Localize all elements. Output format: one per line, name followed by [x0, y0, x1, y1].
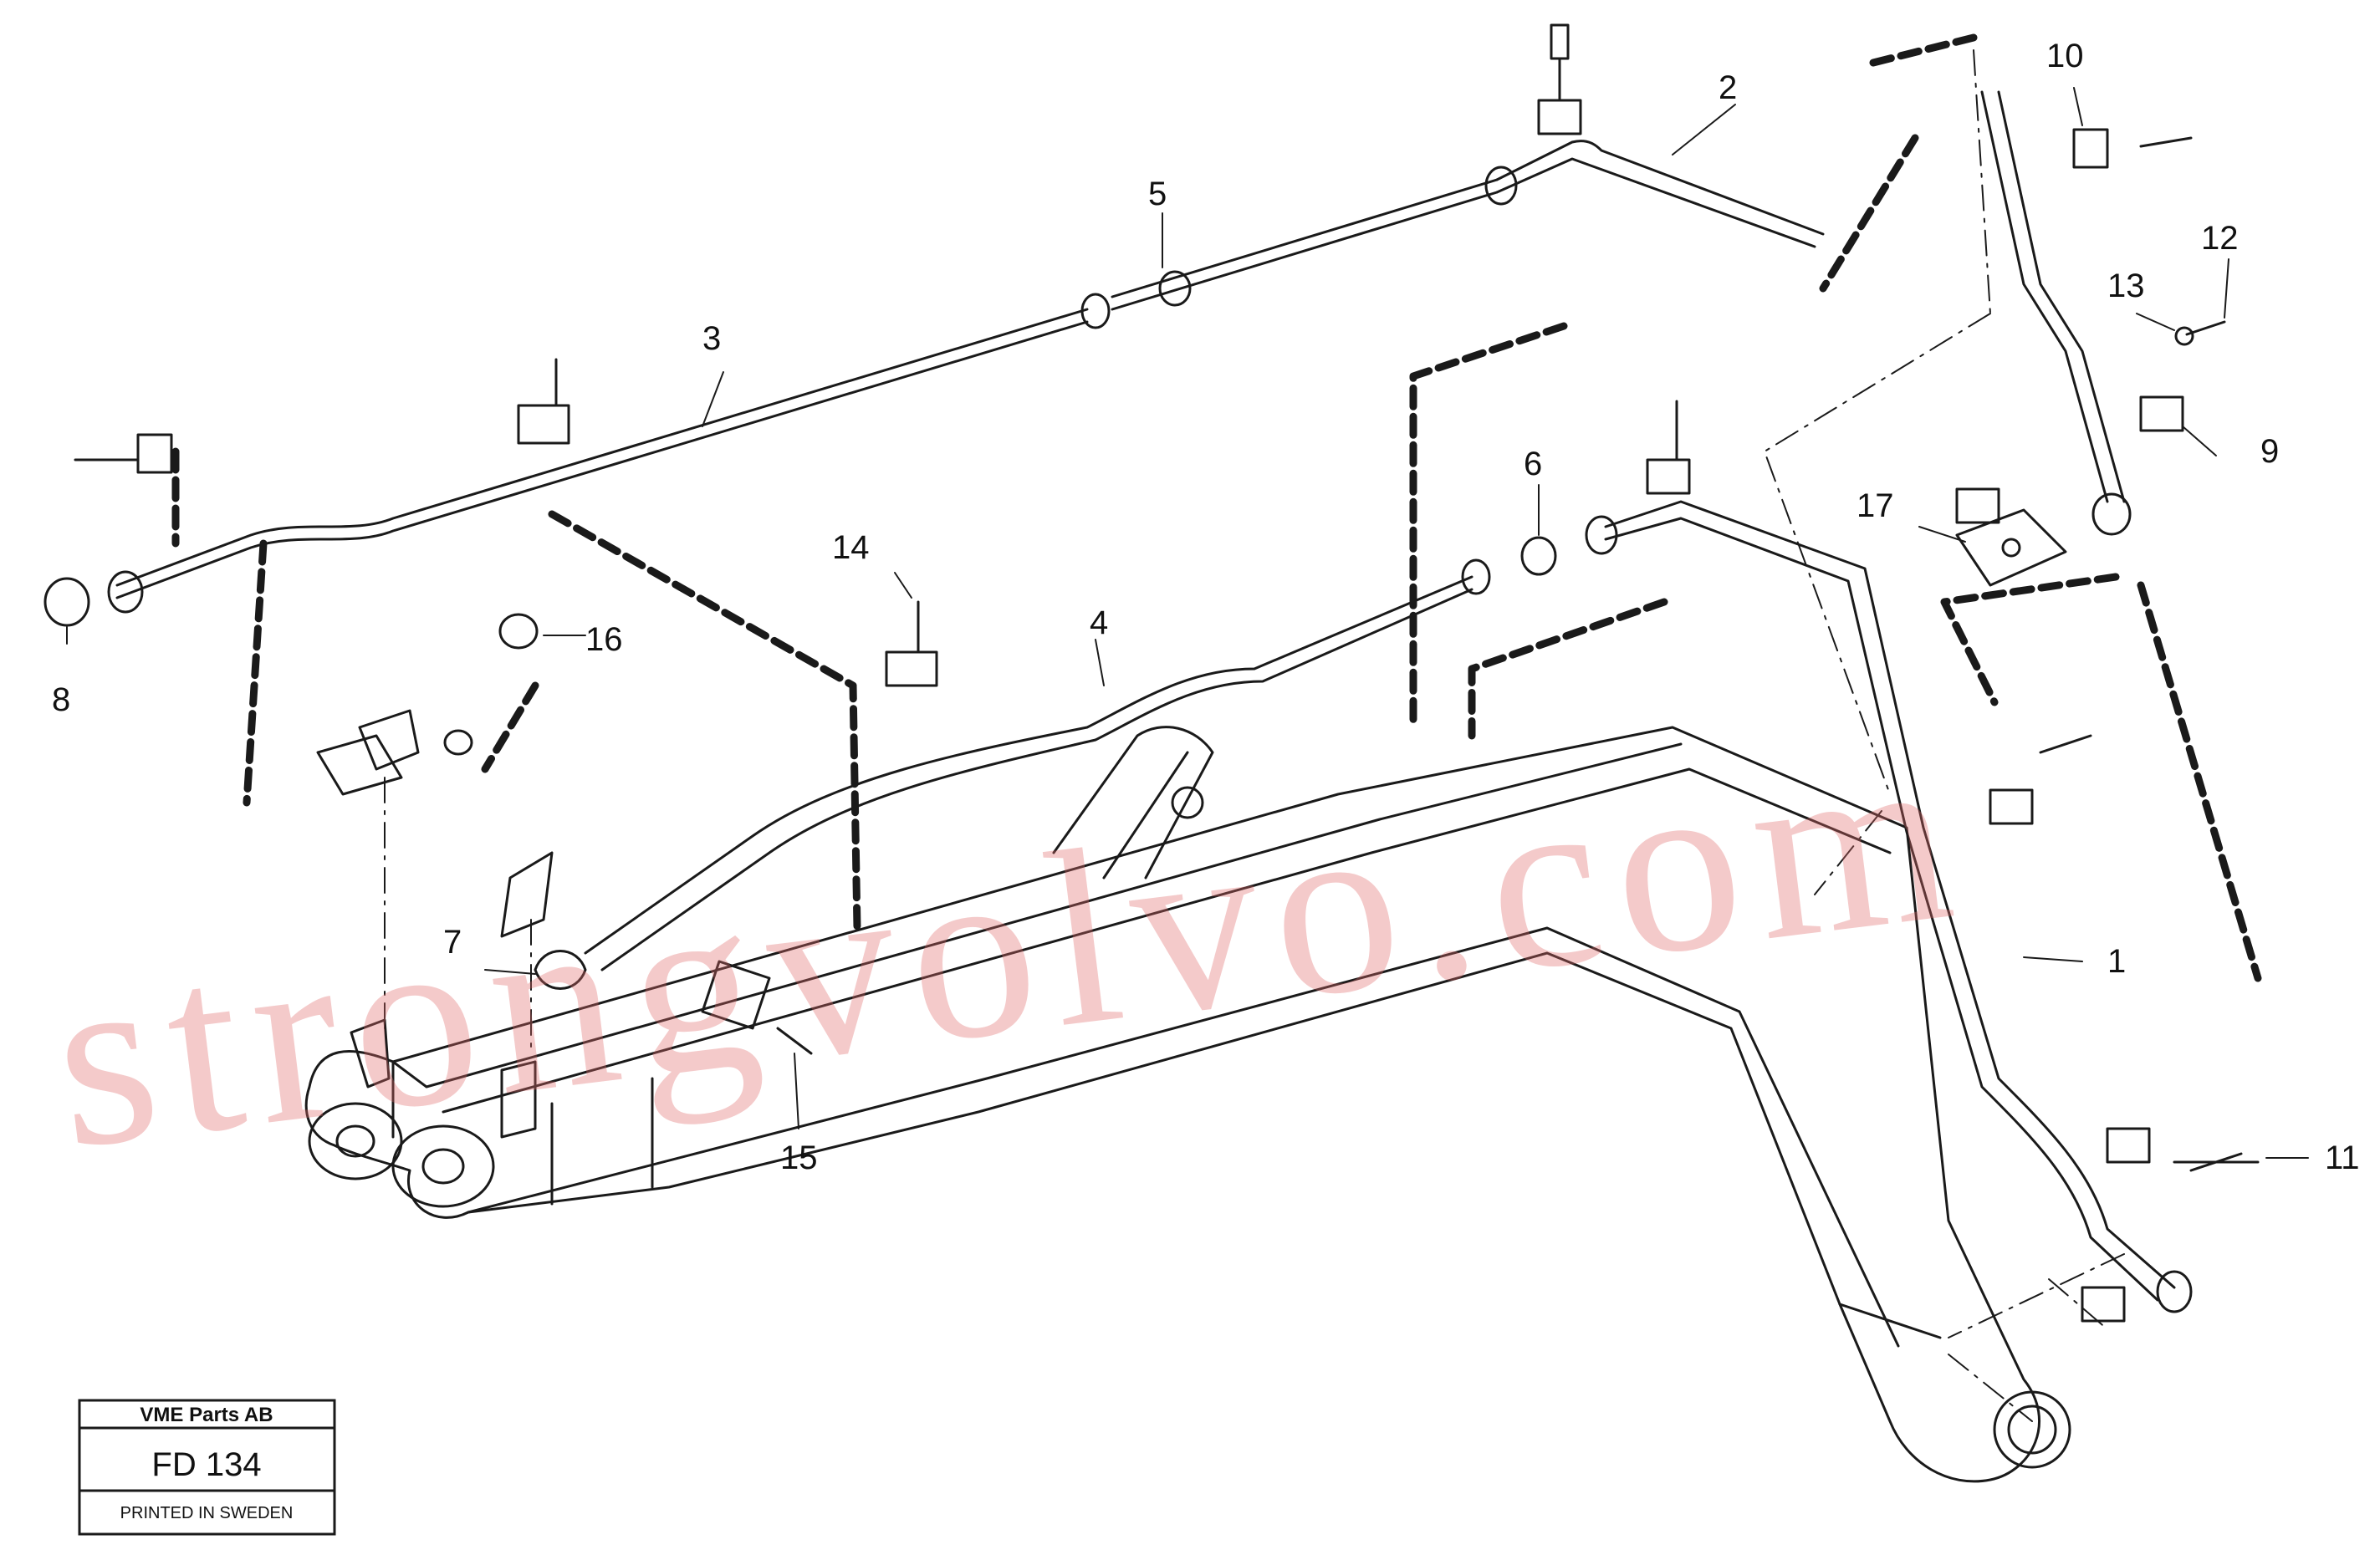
watermark: strongvolvo.com — [41, 691, 1979, 1201]
title-block-printed: PRINTED IN SWEDEN — [120, 1504, 294, 1522]
part-label-16: 16 — [585, 621, 623, 658]
part-label-17: 17 — [1857, 487, 1894, 524]
part-label-11: 11 — [2325, 1140, 2360, 1176]
part-label-1: 1 — [2107, 943, 2126, 980]
title-block-company: VME Parts AB — [140, 1404, 273, 1426]
clamps — [74, 23, 2260, 1323]
part-label-13: 13 — [2107, 268, 2145, 304]
part-label-2: 2 — [1719, 69, 1737, 106]
part-label-14: 14 — [832, 529, 870, 566]
part-label-12: 12 — [2201, 220, 2239, 257]
title-block-code: FD 134 — [151, 1446, 261, 1483]
part-label-4: 4 — [1090, 604, 1108, 641]
part-labels: 1 2 3 4 5 6 7 8 9 10 11 12 13 14 15 16 1… — [52, 38, 2360, 1176]
part-label-8: 8 — [52, 681, 70, 718]
part-label-10: 10 — [2046, 38, 2084, 74]
part-label-5: 5 — [1148, 176, 1167, 212]
part-label-9: 9 — [2260, 433, 2279, 470]
pipe-right — [1980, 90, 2132, 536]
title-block: VME Parts AB FD 134 PRINTED IN SWEDEN — [78, 1399, 336, 1536]
boom-arm — [304, 726, 2071, 1483]
routing-lines — [171, 33, 2262, 982]
part-label-3: 3 — [702, 320, 721, 357]
part-label-7: 7 — [443, 924, 462, 961]
centre-lines — [384, 49, 2125, 1422]
pipe-lower — [584, 500, 2193, 1313]
part-label-15: 15 — [780, 1140, 818, 1176]
leader-lines — [66, 87, 2309, 1159]
part-label-6: 6 — [1524, 446, 1542, 482]
